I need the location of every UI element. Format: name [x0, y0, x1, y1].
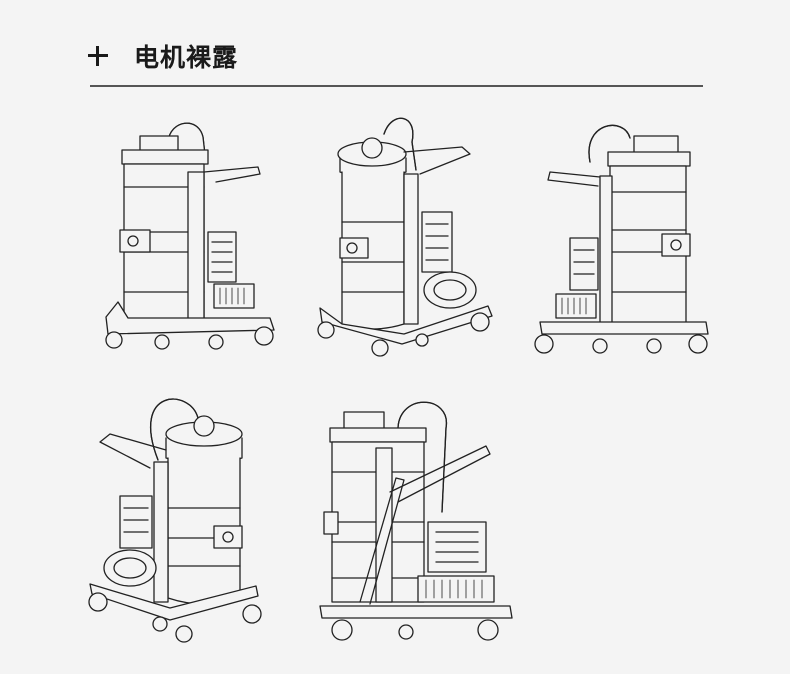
vacuum-illustration: [105, 122, 275, 350]
vacuum-view-1: [98, 112, 283, 352]
vacuum-illustration: [319, 401, 513, 641]
vacuum-view-3: [530, 112, 715, 362]
vacuum-view-5: [312, 392, 522, 650]
plus-icon: [88, 46, 108, 66]
vacuum-illustration: [534, 124, 709, 354]
vacuum-illustration: [88, 398, 262, 643]
vacuum-view-2: [312, 112, 502, 362]
header-divider: [90, 85, 703, 87]
section-header: 电机裸露: [88, 38, 238, 74]
vacuum-illustration: [317, 117, 493, 357]
vacuum-view-4: [80, 388, 270, 650]
section-title: 电机裸露: [134, 43, 239, 72]
